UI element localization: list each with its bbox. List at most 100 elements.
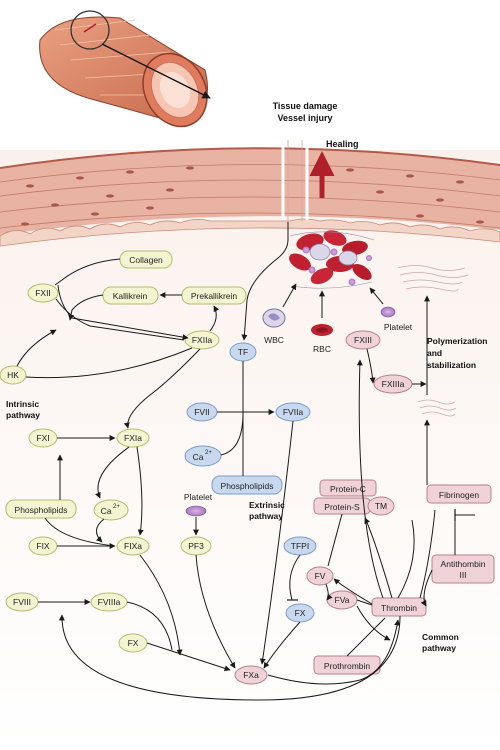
wbc-to-clot-arrow	[282, 283, 297, 308]
svg-text:Protein-C: Protein-C	[330, 484, 366, 494]
svg-text:PF3: PF3	[188, 541, 204, 551]
node-fviia: FVIIa	[275, 402, 311, 422]
healing-label: Healing	[326, 139, 359, 149]
svg-text:TM: TM	[375, 501, 387, 511]
platelet-cell-right	[380, 306, 396, 318]
node-fvii: FVII	[186, 402, 218, 422]
wbc-label: WBC	[264, 335, 284, 345]
node-collagen: Collagen	[119, 250, 173, 269]
svg-text:FXI: FXI	[36, 433, 49, 443]
node-kallikrein: Kallikrein	[102, 286, 159, 305]
node-fviiia: FVIIIa	[90, 592, 128, 612]
svg-text:FXIIIa: FXIIIa	[382, 379, 405, 389]
node-prothrombin: Prothrombin	[313, 655, 381, 675]
node-fixa: FIXa	[116, 536, 150, 556]
platelet-left-label: Platelet	[184, 492, 213, 502]
node-tf: TF	[229, 342, 257, 362]
svg-text:FXIa: FXIa	[124, 433, 142, 443]
node-tfpi: TFPI	[283, 536, 317, 556]
svg-text:FXII: FXII	[35, 288, 51, 298]
blood-clot	[289, 230, 375, 289]
node-antithrombin: Antithombin III	[431, 554, 495, 584]
node-fxa: FXa	[234, 665, 268, 685]
polymerization-label-line2: and	[427, 348, 442, 358]
svg-text:Prothrombin: Prothrombin	[324, 661, 371, 671]
common-heading-line2: pathway	[422, 643, 456, 653]
node-fviii: FVIII	[5, 592, 39, 612]
svg-text:FVa: FVa	[335, 595, 350, 605]
svg-text:FXa: FXa	[243, 670, 259, 680]
node-protein-s: Protein-S	[313, 497, 371, 515]
pathway-arrows	[16, 222, 475, 701]
node-phospholipids-intrinsic: Phospholipids	[5, 499, 77, 519]
node-hk: HK	[0, 365, 27, 385]
node-fxiii: FXIII	[345, 330, 381, 350]
svg-text:Collagen: Collagen	[129, 255, 163, 265]
svg-text:Kallikrein: Kallikrein	[113, 291, 148, 301]
rbc-cell	[311, 324, 333, 336]
platelet-left-icon	[185, 505, 207, 517]
svg-text:2+: 2+	[205, 450, 212, 456]
fibrin-strands	[397, 265, 469, 417]
node-fva: FVa	[326, 590, 358, 610]
svg-text:Fibrinogen: Fibrinogen	[439, 490, 479, 500]
svg-text:Phospholipids: Phospholipids	[221, 481, 274, 491]
svg-text:Phospholipids: Phospholipids	[15, 505, 68, 515]
zoom-arrow	[101, 43, 211, 99]
svg-text:Ca: Ca	[193, 452, 204, 462]
svg-text:FXIIa: FXIIa	[192, 335, 213, 345]
svg-text:FX: FX	[295, 608, 306, 618]
svg-text:TF: TF	[238, 347, 248, 357]
blood-vessel-illustration	[39, 10, 211, 128]
svg-text:FIX: FIX	[36, 541, 50, 551]
node-fxi: FXI	[28, 428, 58, 448]
node-fx-extrinsic: FX	[285, 603, 315, 623]
platelet-to-clot-arrow	[369, 287, 384, 305]
extrinsic-heading-line1: Extrinsic	[249, 500, 285, 510]
node-fxii: FXII	[27, 283, 59, 303]
node-fxia: FXIa	[116, 428, 150, 448]
polymerization-label-line3: stabilization	[427, 360, 476, 370]
svg-text:FX: FX	[128, 638, 139, 648]
svg-text:2+: 2+	[113, 504, 120, 510]
polymerization-label-line1: Polymerization	[427, 336, 487, 346]
svg-text:Thrombin: Thrombin	[381, 603, 417, 613]
node-ca-intrinsic: Ca 2+	[93, 499, 129, 521]
platelet-right-label: Platelet	[384, 322, 413, 332]
node-fibrinogen: Fibrinogen	[426, 484, 492, 504]
node-phospholipids-extrinsic: Phospholipids	[211, 475, 283, 495]
svg-text:FXIII: FXIII	[354, 335, 372, 345]
extrinsic-heading-line2: pathway	[249, 511, 283, 521]
svg-text:HK: HK	[7, 370, 19, 380]
tissue-layer	[0, 140, 500, 247]
svg-text:Prekallikrein: Prekallikrein	[191, 291, 238, 301]
svg-text:III: III	[459, 570, 466, 580]
node-thrombin: Thrombin	[371, 597, 427, 617]
wbc-cell	[262, 308, 286, 328]
svg-text:FVIII: FVIII	[13, 597, 31, 607]
svg-text:TFPI: TFPI	[291, 541, 309, 551]
svg-text:FIXa: FIXa	[124, 541, 142, 551]
svg-text:FVIIIa: FVIIIa	[98, 597, 121, 607]
node-tm: TM	[367, 496, 395, 516]
injury-site-circle	[70, 10, 110, 50]
node-fxiiia: FXIIIa	[373, 374, 413, 394]
node-protein-c: Protein-C	[319, 479, 377, 497]
injury-title-line1: Tissue damage	[273, 101, 338, 111]
common-heading-line1: Common	[422, 632, 459, 642]
svg-text:FVII: FVII	[194, 407, 210, 417]
svg-text:FV: FV	[315, 571, 326, 581]
node-ca-extrinsic: Ca 2+	[184, 445, 222, 467]
rbc-label: RBC	[313, 344, 331, 354]
intrinsic-heading-line1: Intrinsic	[6, 399, 39, 409]
svg-text:FVIIa: FVIIa	[283, 407, 304, 417]
node-pf3: PF3	[180, 536, 212, 556]
plasma-background	[0, 150, 500, 750]
node-prekallikrein: Prekallikrein	[181, 286, 247, 305]
node-fix: FIX	[28, 536, 58, 556]
svg-text:Protein-S: Protein-S	[324, 502, 360, 512]
injury-title-line2: Vessel injury	[277, 113, 332, 123]
intrinsic-heading-line2: pathway	[6, 410, 40, 420]
node-fx-intrinsic: FX	[118, 633, 148, 653]
